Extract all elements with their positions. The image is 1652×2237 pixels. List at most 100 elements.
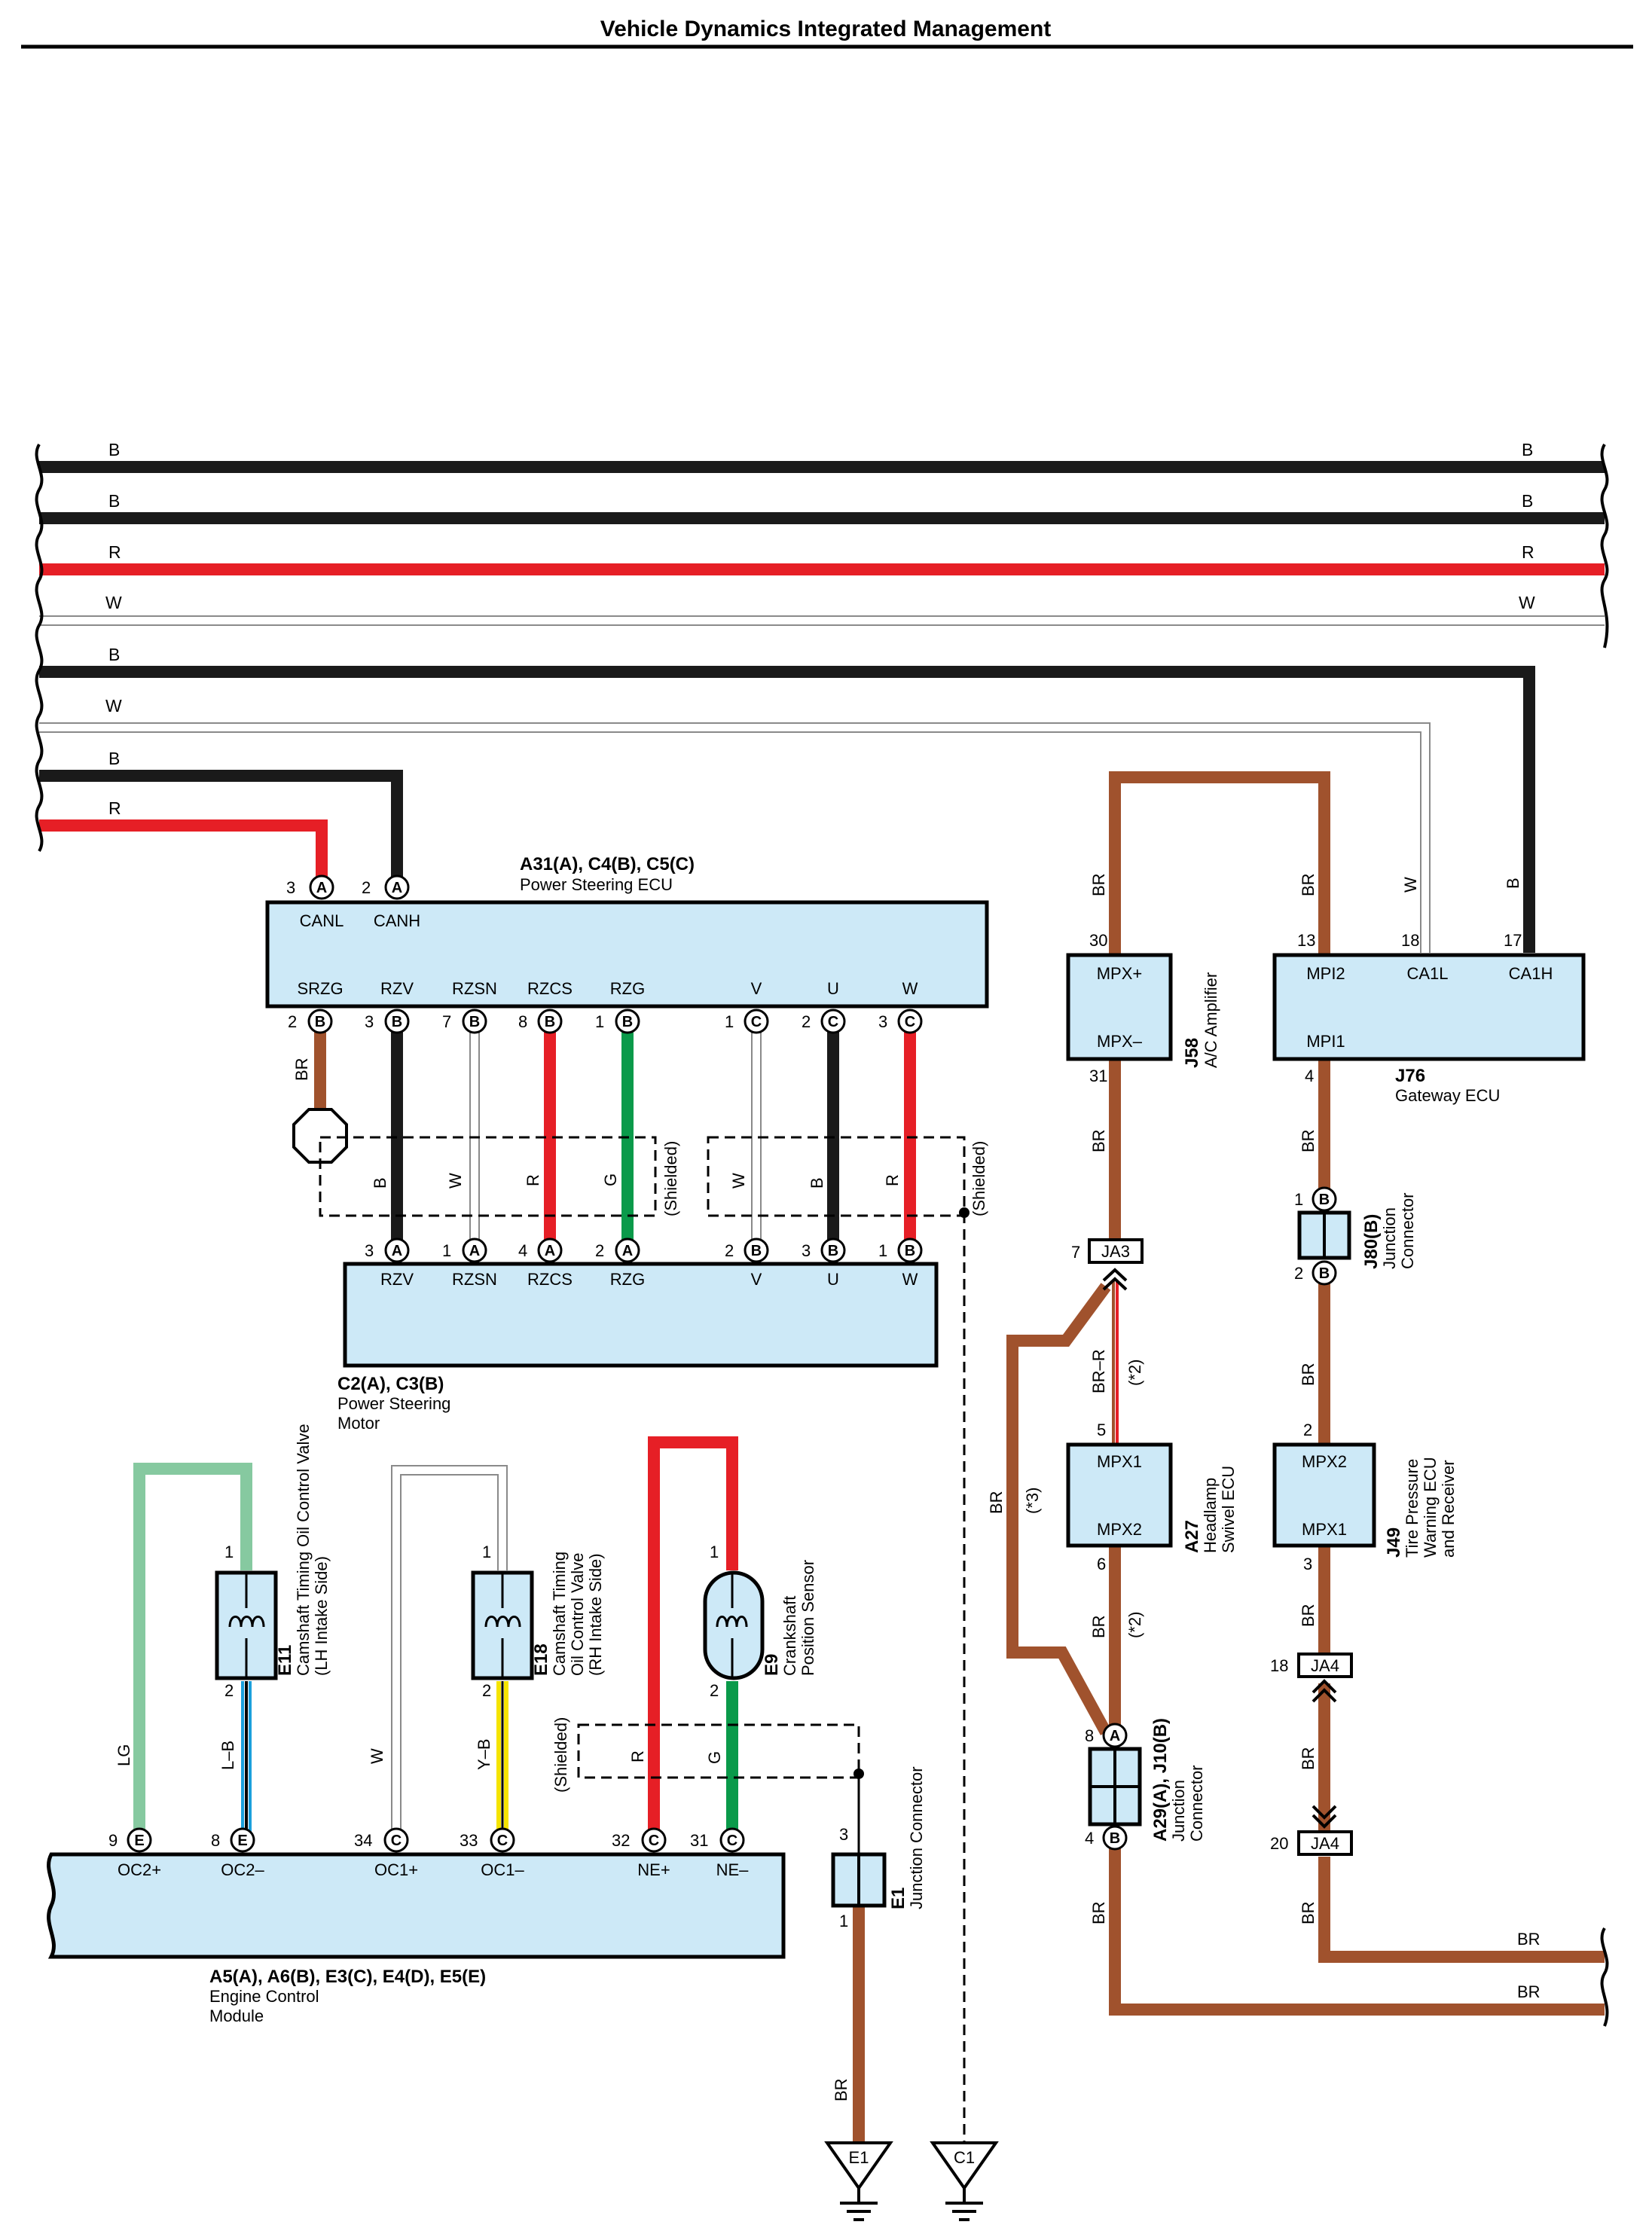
svg-text:B: B bbox=[469, 1014, 480, 1030]
svg-text:OC2–: OC2– bbox=[221, 1860, 264, 1879]
svg-text:13: 13 bbox=[1297, 931, 1315, 950]
svg-text:7: 7 bbox=[442, 1012, 451, 1031]
svg-text:B: B bbox=[622, 1014, 633, 1030]
svg-text:MPX1: MPX1 bbox=[1097, 1452, 1142, 1471]
svg-text:MPX1: MPX1 bbox=[1302, 1520, 1347, 1539]
svg-text:C: C bbox=[727, 1833, 737, 1849]
svg-text:E11: E11 bbox=[275, 1645, 295, 1676]
junction-a29: 8 A 4 B A29(A), J10(B) Junction Connecto… bbox=[1085, 1718, 1206, 1851]
engine-wires bbox=[133, 1436, 865, 2143]
svg-text:8: 8 bbox=[518, 1012, 527, 1031]
svg-text:RZSN: RZSN bbox=[452, 1270, 497, 1289]
svg-text:(RH Intake Side): (RH Intake Side) bbox=[586, 1553, 605, 1676]
svg-text:B: B bbox=[1522, 440, 1533, 459]
svg-text:B: B bbox=[315, 1014, 325, 1030]
svg-text:BR: BR bbox=[1299, 1901, 1318, 1924]
svg-text:Power Steering ECU: Power Steering ECU bbox=[520, 875, 673, 894]
svg-text:Gateway ECU: Gateway ECU bbox=[1395, 1086, 1500, 1105]
svg-text:C1: C1 bbox=[954, 2148, 975, 2167]
svg-text:B: B bbox=[751, 1243, 762, 1259]
power-steering-ecu: A31(A), C4(B), C5(C) Power Steering ECU … bbox=[265, 854, 989, 1009]
svg-text:E1: E1 bbox=[849, 2148, 869, 2167]
svg-text:(Shielded): (Shielded) bbox=[551, 1717, 570, 1793]
junction-j80: 1 B 2 B J80(B) Junction Connector bbox=[1294, 1186, 1417, 1286]
svg-text:BR: BR bbox=[292, 1057, 311, 1081]
svg-text:E: E bbox=[237, 1833, 247, 1849]
svg-text:C: C bbox=[497, 1833, 508, 1849]
camshaft-valve-rh: 1 2 E18 Camshaft Timing Oil Control Valv… bbox=[471, 1543, 605, 1700]
svg-text:BR: BR bbox=[1299, 1129, 1318, 1152]
svg-text:2: 2 bbox=[595, 1241, 604, 1260]
svg-text:B: B bbox=[905, 1243, 915, 1259]
svg-text:2: 2 bbox=[362, 878, 371, 897]
tire-pressure-warning-ecu: MPX2 MPX1 2 3 J49 Tire Pressure Warning … bbox=[1272, 1421, 1458, 1573]
svg-text:G: G bbox=[705, 1751, 724, 1764]
crankshaft-sensor: 1 2 E9 Crankshaft Position Sensor bbox=[703, 1543, 817, 1700]
svg-text:CANH: CANH bbox=[374, 911, 420, 930]
svg-text:RZCS: RZCS bbox=[527, 979, 573, 998]
svg-text:2: 2 bbox=[710, 1681, 719, 1700]
svg-text:9: 9 bbox=[108, 1831, 118, 1850]
svg-text:C: C bbox=[751, 1014, 762, 1030]
svg-text:Connector: Connector bbox=[1187, 1765, 1206, 1842]
svg-text:OC1+: OC1+ bbox=[374, 1860, 418, 1879]
svg-text:A: A bbox=[316, 880, 327, 896]
svg-text:G: G bbox=[601, 1173, 620, 1186]
svg-text:CANL: CANL bbox=[300, 911, 344, 930]
svg-text:B: B bbox=[108, 749, 120, 768]
svg-text:18: 18 bbox=[1270, 1656, 1288, 1675]
svg-text:1: 1 bbox=[595, 1012, 604, 1031]
svg-text:3: 3 bbox=[878, 1012, 887, 1031]
svg-text:2: 2 bbox=[224, 1681, 234, 1700]
svg-text:8: 8 bbox=[211, 1831, 220, 1850]
svg-text:Warning ECU: Warning ECU bbox=[1421, 1457, 1440, 1558]
svg-text:Connector: Connector bbox=[1398, 1192, 1417, 1269]
svg-text:Swivel ECU: Swivel ECU bbox=[1219, 1466, 1238, 1553]
svg-text:1: 1 bbox=[725, 1012, 734, 1031]
svg-text:4: 4 bbox=[1085, 1829, 1094, 1848]
svg-text:18: 18 bbox=[1401, 931, 1419, 950]
svg-text:RZCS: RZCS bbox=[527, 1270, 573, 1289]
svg-text:8: 8 bbox=[1085, 1726, 1094, 1745]
svg-text:1: 1 bbox=[442, 1241, 451, 1260]
svg-text:J80(B): J80(B) bbox=[1361, 1214, 1382, 1269]
power-steering-motor: RZV RZSN RZCS RZG V U W 3 A 1 A 4 A 2 A … bbox=[337, 1238, 939, 1433]
svg-text:JA4: JA4 bbox=[1311, 1834, 1339, 1853]
svg-text:A: A bbox=[392, 880, 402, 896]
svg-text:(*3): (*3) bbox=[1023, 1488, 1042, 1514]
svg-text:31: 31 bbox=[690, 1831, 708, 1850]
svg-text:W: W bbox=[105, 696, 122, 716]
svg-text:and Receiver: and Receiver bbox=[1439, 1460, 1458, 1558]
svg-text:W: W bbox=[105, 593, 122, 612]
svg-text:B: B bbox=[545, 1014, 555, 1030]
svg-text:U: U bbox=[827, 979, 839, 998]
svg-text:A27: A27 bbox=[1182, 1520, 1202, 1553]
multiplex-wires bbox=[1006, 771, 1609, 2027]
svg-text:2: 2 bbox=[1303, 1421, 1312, 1439]
svg-text:W: W bbox=[368, 1748, 386, 1764]
svg-text:6: 6 bbox=[1097, 1555, 1106, 1573]
svg-text:W: W bbox=[902, 979, 918, 998]
page-title: Vehicle Dynamics Integrated Management bbox=[600, 17, 1052, 41]
svg-text:Junction: Junction bbox=[1169, 1780, 1188, 1842]
svg-text:A29(A), J10(B): A29(A), J10(B) bbox=[1150, 1718, 1171, 1842]
svg-text:RZG: RZG bbox=[610, 979, 645, 998]
svg-text:B: B bbox=[108, 440, 120, 459]
svg-text:1: 1 bbox=[878, 1241, 887, 1260]
svg-text:E: E bbox=[134, 1833, 144, 1849]
ac-amplifier: MPX+ MPX– 30 31 J58 A/C Amplifier bbox=[1066, 931, 1220, 1085]
svg-text:OC1–: OC1– bbox=[481, 1860, 524, 1879]
svg-text:B: B bbox=[828, 1243, 838, 1259]
svg-text:Camshaft Timing Oil Control Va: Camshaft Timing Oil Control Valve bbox=[294, 1424, 313, 1676]
gateway-ecu: MPI2 CA1L CA1H MPI1 13 18 17 4 J76 Gatew… bbox=[1272, 931, 1586, 1105]
harness-labels-right: B B R W bbox=[1519, 440, 1535, 612]
svg-text:33: 33 bbox=[460, 1831, 478, 1850]
svg-text:RZV: RZV bbox=[380, 979, 414, 998]
svg-text:V: V bbox=[751, 979, 762, 998]
top-wire-labels: BR BR W B BR BR bbox=[1089, 873, 1522, 1152]
svg-text:BR: BR bbox=[1299, 1363, 1318, 1386]
mid-wire-labels: BR–R (*2) BR (*3) BR BR (*2) BR BR BR BR… bbox=[987, 1349, 1541, 2001]
svg-text:BR: BR bbox=[1089, 1129, 1108, 1152]
svg-text:Module: Module bbox=[209, 2007, 264, 2025]
svg-text:R: R bbox=[1522, 542, 1534, 562]
